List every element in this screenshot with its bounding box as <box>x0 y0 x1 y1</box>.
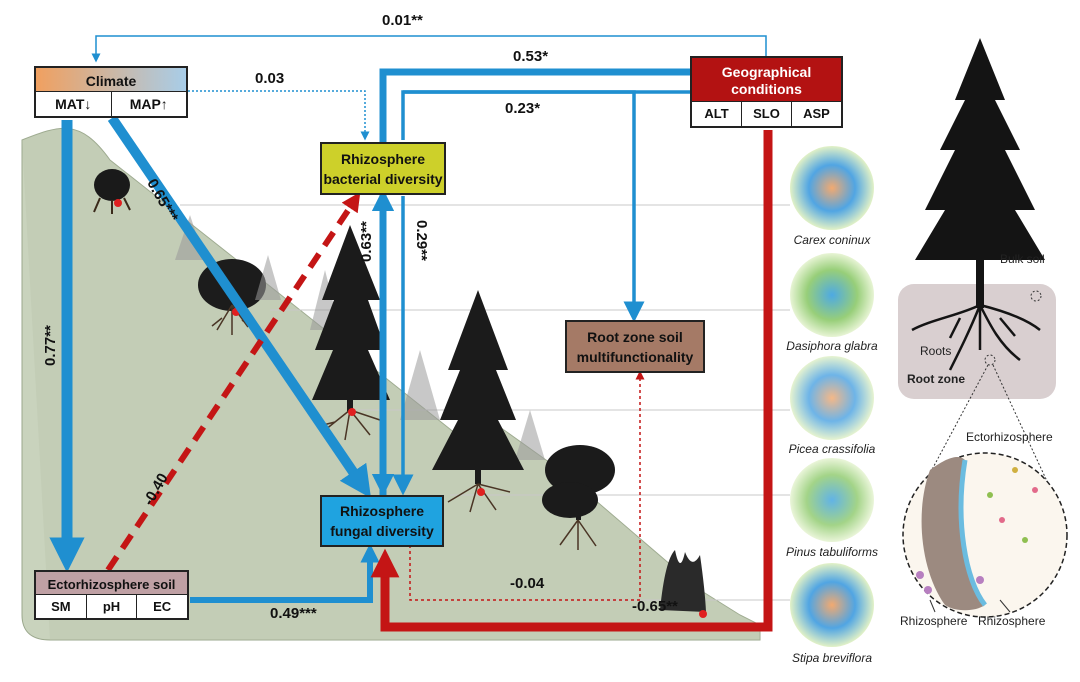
root-zone-box <box>898 284 1056 399</box>
root-zone-panel <box>898 38 1068 618</box>
network-carex <box>790 146 874 230</box>
grass-tuft <box>660 550 706 612</box>
coef-climate-bacterial: 0.03 <box>255 70 285 87</box>
coef-geo-fungal: 0.53* <box>513 48 549 65</box>
label-ectorhizosphere: Ectorhizosphere <box>966 430 1053 444</box>
rhizo-marker <box>984 354 996 366</box>
bulk-soil-marker <box>1030 290 1042 302</box>
network-stipa <box>790 563 874 647</box>
sample-dot <box>699 610 707 618</box>
roots-2 <box>211 304 253 335</box>
coef-ecto-fungal: 0.49*** <box>270 605 317 622</box>
rhizosphere-band <box>958 459 987 607</box>
coef-fungal-bacterial: 0.63** <box>358 221 375 262</box>
ecto-box: Ectorhizosphere soil SM pH EC <box>34 570 189 620</box>
ecto-header: Ectorhizosphere soil <box>36 572 187 597</box>
network-column <box>790 146 874 647</box>
species-pinus: Pinus tabuliforms <box>785 545 879 559</box>
roots-4 <box>447 483 511 513</box>
network-dasiphora <box>790 253 874 337</box>
bacterial-line2: bacterial diversity <box>323 170 443 187</box>
plant-silhouettes <box>93 169 707 618</box>
species-stipa: Stipa breviflora <box>791 651 873 665</box>
species-picea: Picea crassifolia <box>788 442 876 456</box>
rhizo-left-pointer <box>929 599 936 613</box>
geo-title-1: Geographical <box>721 64 812 80</box>
geo-var-slo: SLO <box>741 102 791 126</box>
big-tree-trunk <box>976 258 984 308</box>
big-tree <box>915 38 1045 260</box>
coef-geo-multi: 0.23* <box>505 100 541 117</box>
sample-dot <box>348 408 356 416</box>
tree-spruce-2 <box>432 290 524 484</box>
shrub-1 <box>93 169 131 214</box>
label-bulk-soil: Bulk soil <box>1000 252 1045 266</box>
ecto-title: Ectorhizosphere soil <box>47 576 176 592</box>
path-climate-bacterial <box>188 90 370 141</box>
fungal-line2: fungal diversity <box>330 523 434 539</box>
sample-dot <box>114 199 122 207</box>
climate-title: Climate <box>85 73 137 89</box>
coef-geo-climate: 0.01** <box>382 12 423 29</box>
bacterial-line1: Rhizosphere <box>340 150 425 167</box>
multi-line2: multifunctionality <box>576 348 694 365</box>
coef-climate-ecto: 0.77** <box>42 325 59 366</box>
label-rhizosphere-right: Rhizosphere <box>978 614 1046 628</box>
path-ecto-bacterial <box>105 192 361 572</box>
ecto-var-sm: SM <box>36 595 86 618</box>
zoom-line-left <box>904 364 989 521</box>
label-root-zone: Root zone <box>907 372 965 386</box>
coef-slo-fungal: -0.65** <box>632 598 678 615</box>
geo-var-alt: ALT <box>692 102 741 126</box>
big-tree-roots <box>911 303 1041 371</box>
label-roots: Roots <box>920 344 952 358</box>
climate-var-mat: MAT↓ <box>36 92 111 116</box>
bacterial-box: Rhizosphere bacterial diversity <box>320 142 446 195</box>
ecto-var-ec: EC <box>136 595 188 618</box>
geo-var-asp: ASP <box>791 102 841 126</box>
path-map-fungal <box>107 115 372 499</box>
sample-dot <box>477 488 485 496</box>
roots-3 <box>322 409 381 441</box>
path-geo-multi <box>401 90 692 140</box>
multi-box: Root zone soil multifunctionality <box>565 320 705 373</box>
path-ecto-fungal <box>190 543 380 603</box>
fungal-line1: Rhizosphere <box>339 503 424 519</box>
species-dasiphora: Dasiphora glabra <box>786 339 878 353</box>
geo-title-2: conditions <box>731 81 802 97</box>
coef-fungal-multi: -0.04 <box>510 575 545 592</box>
label-rhizosphere-left: Rhizosphere <box>900 614 968 628</box>
microbes <box>916 467 1038 594</box>
climate-box: Climate MAT↓ MAP↑ <box>34 66 188 118</box>
geo-box: Geographical conditions ALT SLO ASP <box>690 56 843 128</box>
geo-vars: ALT SLO ASP <box>692 101 841 126</box>
multi-line1: Root zone soil <box>587 328 683 345</box>
tree-spruce-1 <box>312 225 390 412</box>
fungal-box: Rhizosphere fungal diversity <box>320 495 444 547</box>
path-geo-multi-2 <box>403 90 645 323</box>
coef-bacterial-fungal: 0.29** <box>413 220 430 261</box>
tree-pine <box>542 445 615 520</box>
climate-header: Climate <box>36 68 186 94</box>
ecto-vars: SM pH EC <box>36 594 188 618</box>
path-fungal-multi <box>409 370 645 601</box>
roots-5 <box>559 519 597 550</box>
zoom-line-right <box>992 364 1066 521</box>
geo-header: Geographical conditions <box>692 58 841 104</box>
rhizo-right-pointer <box>999 599 1011 613</box>
network-pinus <box>790 458 874 542</box>
climate-vars: MAT↓ MAP↑ <box>36 91 186 116</box>
path-geo-climate <box>91 35 767 63</box>
ecto-var-ph: pH <box>85 595 137 618</box>
path-slo-fungal <box>370 130 773 632</box>
network-picea <box>790 356 874 440</box>
species-carex: Carex coninux <box>793 233 871 247</box>
climate-var-map: MAP↑ <box>110 92 186 116</box>
